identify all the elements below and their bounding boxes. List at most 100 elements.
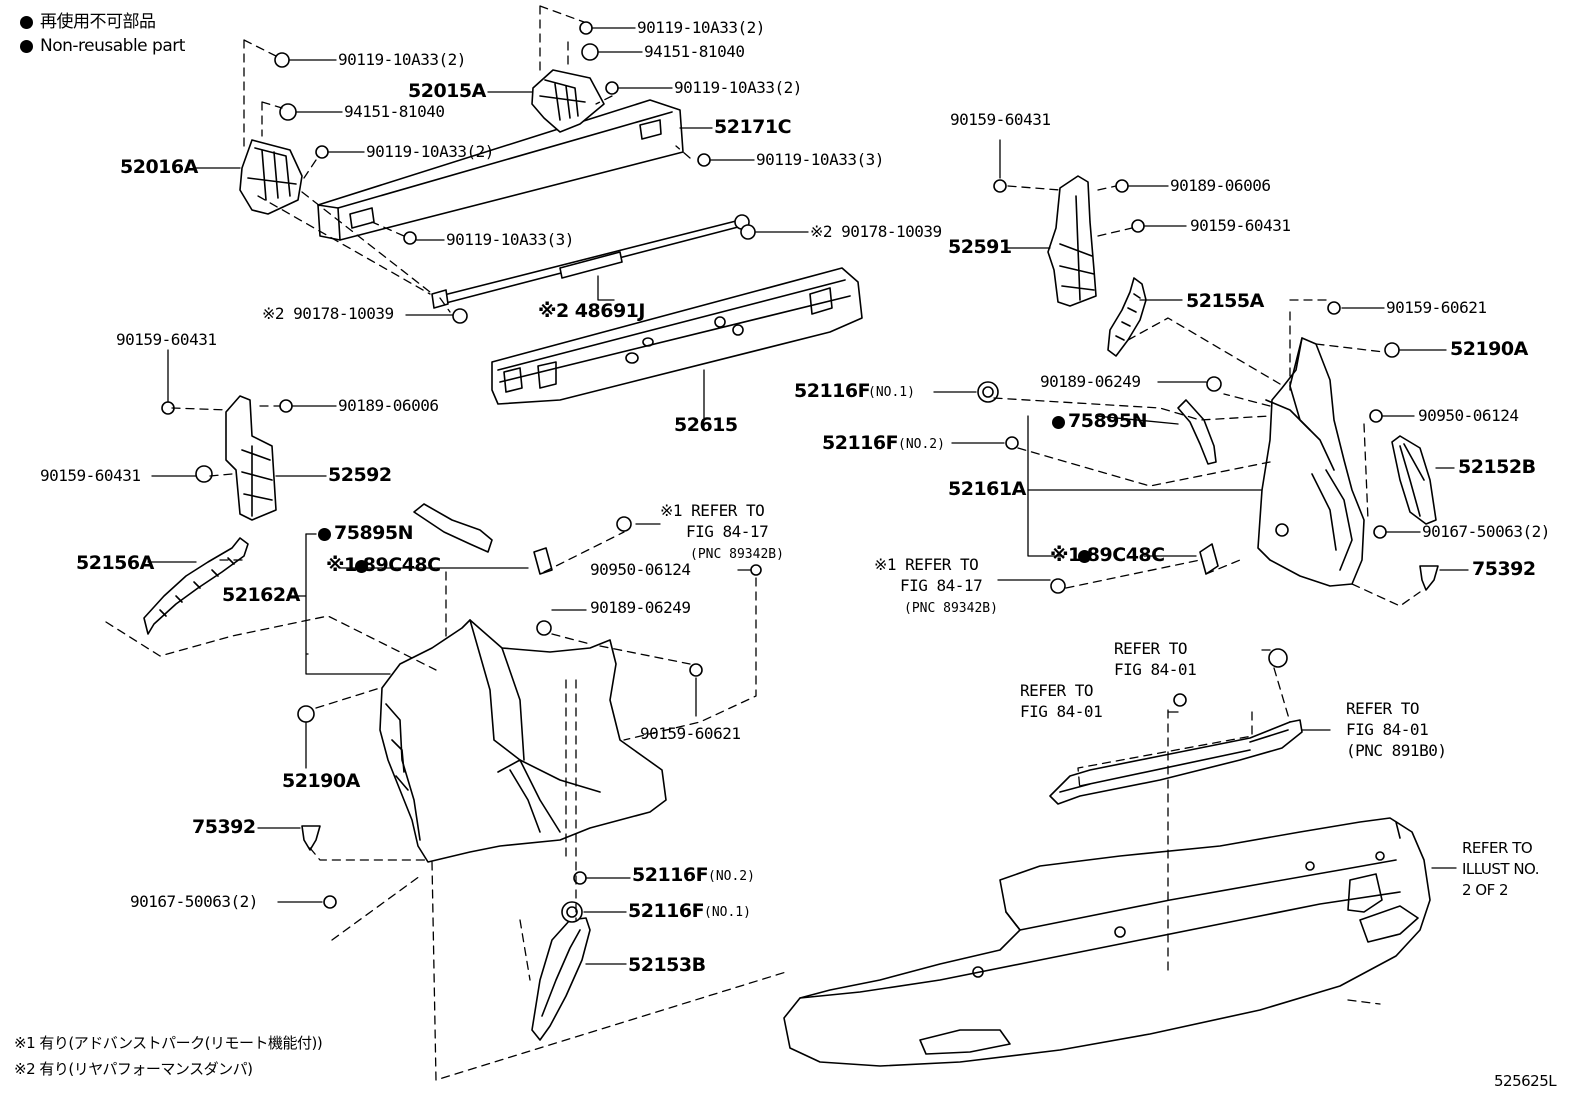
- refer-line-3: 2 OF 2: [1462, 881, 1509, 899]
- reflector-52152b: [1391, 435, 1437, 525]
- label-part-52156a: 52156A: [76, 552, 154, 574]
- label-part-52615: 52615: [674, 414, 738, 436]
- label-part-52116f: 52116F: [822, 432, 899, 454]
- extension-52161a: [1257, 337, 1365, 587]
- refer-line-2: FIG 84-17: [900, 576, 983, 595]
- label-nut-94151-81040: 94151-81040: [644, 42, 745, 61]
- side-bracket-52591: [1047, 175, 1097, 307]
- non-reusable-dot-icon: [318, 528, 331, 541]
- label-screw-90167-50063: 90167-50063(2): [130, 892, 258, 911]
- reinforcement-52171c: [317, 99, 684, 241]
- label-part-48691j: ※2 48691J: [538, 300, 645, 322]
- extension-52162a: [379, 619, 667, 863]
- footnote-1: ※1 有り(アドバンストパーク(リモート機能付)): [14, 1034, 323, 1052]
- label-part-52153b: 52153B: [628, 954, 706, 976]
- label-part-52016a: 52016A: [120, 156, 198, 178]
- label-part-52116f: 52116F: [794, 380, 871, 402]
- label-no1: (NO.1): [868, 385, 915, 400]
- legend-en: Non-reusable part: [40, 36, 185, 56]
- label-bolt-90119-10a33: 90119-10A33(2): [637, 18, 765, 37]
- label-part-75392: 75392: [1472, 558, 1536, 580]
- refer-line-1: ※1 REFER TO: [660, 501, 765, 520]
- refer-line-3: (PNC 891B0): [1346, 741, 1447, 760]
- non-reusable-dot-icon: [355, 560, 368, 573]
- label-bolt-90119-10a33: 90119-10A33(2): [674, 78, 802, 97]
- label-screw-90159-60431: 90159-60431: [1190, 216, 1291, 235]
- refer-line-2: ILLUST NO.: [1462, 860, 1540, 878]
- label-bolt-90119-10a33-3: 90119-10A33(3): [756, 150, 884, 169]
- refer-line-1: REFER TO: [1346, 699, 1420, 718]
- label-screw-90159-60431: 90159-60431: [950, 110, 1051, 129]
- non-reusable-dot-icon: [1052, 416, 1065, 429]
- refer-line-1: REFER TO: [1114, 639, 1188, 658]
- label-part-52155a: 52155A: [1186, 290, 1264, 312]
- label-part-52116f: 52116F: [628, 900, 705, 922]
- label-bolt-90119-10a33-3: 90119-10A33(3): [446, 230, 574, 249]
- bracket-52016a: [239, 139, 303, 215]
- label-screw-90159-60431: 90159-60431: [40, 466, 141, 485]
- label-part-75895n: 75895N: [334, 522, 414, 544]
- label-bolt-90119-10a33: 90119-10A33(2): [366, 142, 494, 161]
- label-refer-illust: REFER TO ILLUST NO. 2 OF 2: [1462, 838, 1540, 901]
- label-screw-90167-50063: 90167-50063(2): [1422, 522, 1550, 541]
- label-part-52116f: 52116F: [632, 864, 709, 886]
- refer-line-3: (PNC 89342B): [904, 601, 998, 616]
- label-nut-90178-10039: ※2 90178-10039: [810, 222, 942, 241]
- label-part-89c48c: ※1 89C48C: [326, 554, 441, 576]
- label-nut-90189-06006: 90189-06006: [338, 396, 439, 415]
- hardware-fasteners: [161, 21, 1439, 923]
- label-refer-fig-84-17: ※1 REFER TO FIG 84-17 (PNC 89342B): [660, 500, 784, 565]
- performance-damper-48691j: [431, 214, 750, 309]
- legend-jp: 再使用不可部品: [40, 12, 156, 32]
- retainer-52155a: [1107, 277, 1147, 357]
- energy-absorber-52615: [491, 267, 863, 405]
- legend-dot-icon: [20, 40, 33, 53]
- label-nut-90189-06006: 90189-06006: [1170, 176, 1271, 195]
- label-refer-fig-84-01: REFER TO FIG 84-01 (PNC 891B0): [1346, 698, 1447, 761]
- label-clip-90950-06124: 90950-06124: [590, 560, 691, 579]
- side-bracket-52592: [225, 395, 277, 521]
- moulding-75895n-right: [1177, 399, 1217, 465]
- label-part-75895n: 75895N: [1068, 410, 1148, 432]
- label-part-75392: 75392: [192, 816, 256, 838]
- refer-line-2: FIG 84-01: [1346, 720, 1429, 739]
- refer-line-2: FIG 84-01: [1020, 702, 1103, 721]
- assembly-dashed-lines: [105, 5, 1421, 1081]
- leader-lines: [147, 27, 1469, 965]
- label-nut-94151-81040: 94151-81040: [344, 102, 445, 121]
- non-reusable-dot-icon: [1078, 550, 1091, 563]
- legend-dot-icon: [20, 16, 33, 29]
- label-no1: (NO.1): [704, 905, 751, 920]
- label-part-52591: 52591: [948, 236, 1012, 258]
- moulding-75895n-left: [413, 503, 493, 553]
- label-part-52190a: 52190A: [1450, 338, 1528, 360]
- label-part-52161a: 52161A: [948, 478, 1026, 500]
- label-screw-90159-60431: 90159-60431: [116, 330, 217, 349]
- label-part-52015a: 52015A: [408, 80, 486, 102]
- bumper-garnish-assembly: [1049, 719, 1303, 805]
- refer-line-2: FIG 84-17: [686, 522, 769, 541]
- label-part-52152b: 52152B: [1458, 456, 1536, 478]
- label-screw-90159-60621: 90159-60621: [1386, 298, 1487, 317]
- retainer-52156a: [143, 537, 249, 635]
- refer-line-2: FIG 84-01: [1114, 660, 1197, 679]
- label-nut-90178-10039: ※2 90178-10039: [262, 304, 394, 323]
- label-no2: (NO.2): [898, 437, 945, 452]
- label-bolt-90119-10a33: 90119-10A33(2): [338, 50, 466, 69]
- label-refer-fig-84-17: ※1 REFER TO FIG 84-17 (PNC 89342B): [874, 554, 998, 619]
- label-no2: (NO.2): [708, 869, 755, 884]
- footnote-2: ※2 有り(リヤパフォーマンスダンパ): [14, 1060, 253, 1078]
- label-refer-fig-84-01: REFER TO FIG 84-01: [1114, 638, 1197, 680]
- refer-line-1: ※1 REFER TO: [874, 555, 979, 574]
- label-part-52171c: 52171C: [714, 116, 792, 138]
- label-clip-90950-06124: 90950-06124: [1418, 406, 1519, 425]
- label-part-89c48c: ※1 89C48C: [1050, 544, 1165, 566]
- bracket-52015a: [531, 69, 605, 133]
- illustration-id: 525625L: [1494, 1072, 1557, 1090]
- label-part-52162a: 52162A: [222, 584, 300, 606]
- label-screw-90159-60621: 90159-60621: [640, 724, 741, 743]
- refer-line-3: (PNC 89342B): [690, 547, 784, 562]
- label-refer-fig-84-01: REFER TO FIG 84-01: [1020, 680, 1103, 722]
